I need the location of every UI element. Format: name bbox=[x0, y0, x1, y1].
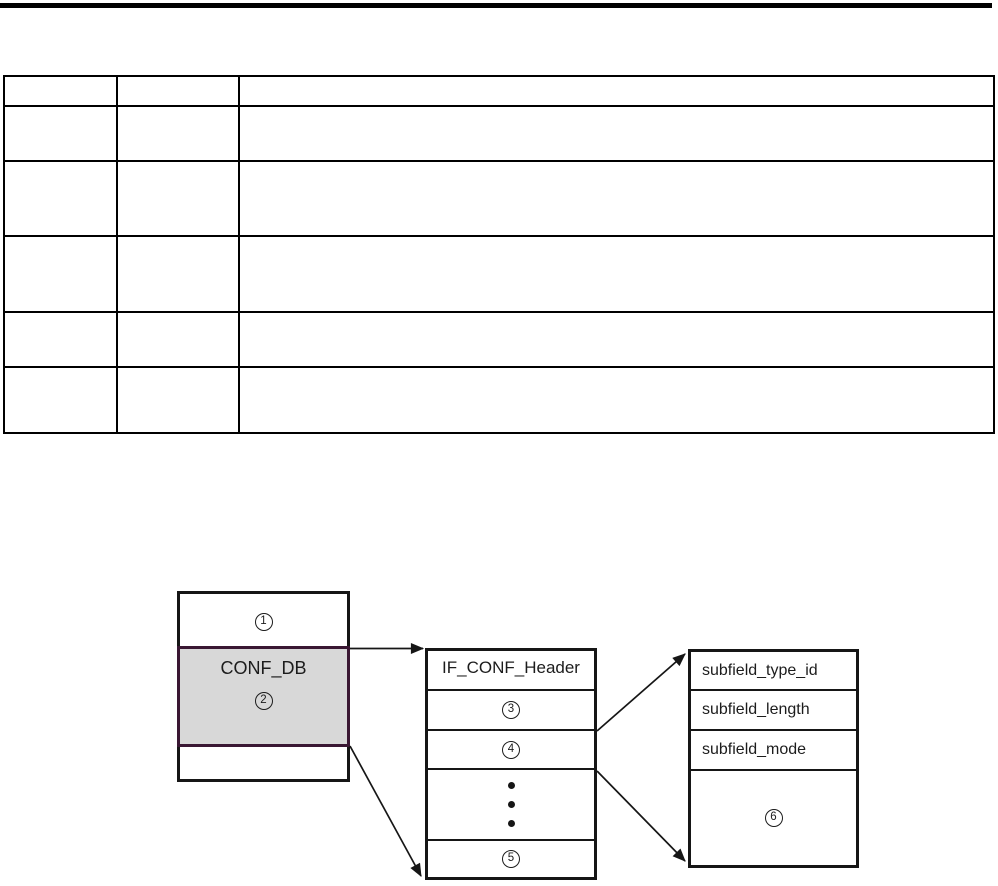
callout-6: 6 bbox=[764, 809, 783, 827]
ellipsis-dot bbox=[507, 820, 515, 827]
conf-db-top-section: 1 bbox=[180, 594, 347, 649]
table-cell bbox=[5, 77, 118, 107]
conf-db-highlight-section: CONF_DB 2 bbox=[177, 646, 350, 747]
table-cell bbox=[118, 368, 240, 432]
subfield-mode-label: subfield_mode bbox=[702, 741, 807, 758]
page-header-rule bbox=[0, 3, 992, 8]
table-cell bbox=[5, 107, 118, 162]
callout-1: 1 bbox=[254, 612, 273, 631]
table-cell bbox=[118, 237, 240, 313]
subfield-type-id-row: subfield_type_id bbox=[691, 652, 856, 691]
table-cell bbox=[240, 77, 993, 107]
subfield-mode-row: subfield_mode bbox=[691, 731, 856, 771]
table-cell bbox=[240, 237, 993, 313]
arrow-row4-to-subfield-bottom bbox=[596, 770, 686, 862]
if-conf-row-3: 3 bbox=[428, 691, 594, 731]
table-cell bbox=[5, 237, 118, 313]
table-cell bbox=[118, 162, 240, 237]
table-cell bbox=[240, 162, 993, 237]
table-cell bbox=[118, 107, 240, 162]
if-conf-header-label: IF_CONF_Header bbox=[442, 657, 580, 677]
subfield-structure-box: subfield_type_id subfield_length subfiel… bbox=[688, 649, 859, 868]
callout-3: 3 bbox=[502, 701, 520, 719]
arrow-confdb-to-ifconf-bottom bbox=[349, 745, 422, 877]
if-conf-ellipsis-row bbox=[428, 770, 594, 841]
table-cell bbox=[240, 313, 993, 368]
table-cell bbox=[118, 313, 240, 368]
table-cell bbox=[240, 107, 993, 162]
table-cell bbox=[5, 313, 118, 368]
subfield-length-row: subfield_length bbox=[691, 691, 856, 731]
arrow-row4-to-subfield-top bbox=[596, 653, 686, 732]
callout-2: 2 bbox=[254, 692, 273, 710]
subfield-data-row: 6 bbox=[691, 771, 856, 865]
table-cell bbox=[5, 162, 118, 237]
ellipsis-dot bbox=[507, 801, 515, 808]
subfield-length-label: subfield_length bbox=[702, 701, 810, 718]
ellipsis-dot bbox=[507, 782, 515, 789]
callout-4: 4 bbox=[502, 740, 520, 759]
subfield-type-id-label: subfield_type_id bbox=[702, 661, 818, 679]
if-conf-structure-box: IF_CONF_Header 3 4 5 bbox=[425, 648, 597, 880]
empty-table bbox=[3, 75, 995, 434]
table-cell bbox=[5, 368, 118, 432]
conf-db-label: CONF_DB bbox=[220, 658, 307, 678]
table-cell bbox=[240, 368, 993, 432]
callout-5: 5 bbox=[502, 850, 520, 868]
table-cell bbox=[118, 77, 240, 107]
if-conf-header-row: IF_CONF_Header bbox=[428, 651, 594, 691]
if-conf-row-4: 4 bbox=[428, 731, 594, 770]
if-conf-row-5: 5 bbox=[428, 841, 594, 877]
